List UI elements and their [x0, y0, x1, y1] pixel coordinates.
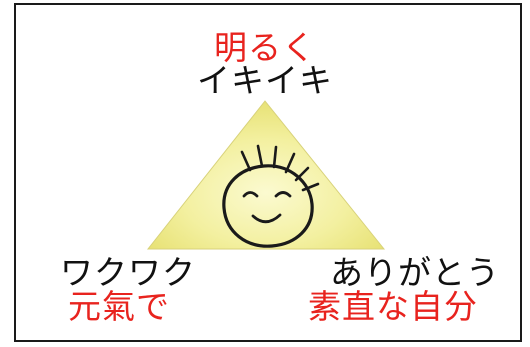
top-headline: 明るく — [214, 28, 316, 67]
top-subline: イキイキ — [197, 61, 333, 100]
bottom-right-headline: 素直な自分 — [308, 287, 478, 326]
bottom-left-subline: ワクワク — [60, 253, 196, 292]
smiling-face-icon — [222, 144, 320, 248]
bottom-left-headline: 元氣で — [68, 287, 170, 326]
triangle-shape — [146, 100, 386, 250]
bottom-right-subline: ありがとう — [330, 253, 500, 292]
